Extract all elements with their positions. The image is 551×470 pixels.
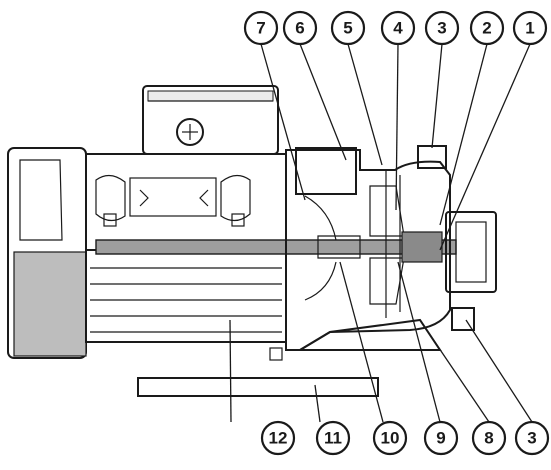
pump-casing [285,145,451,351]
svg-text:12: 12 [269,429,288,448]
svg-text:3: 3 [437,19,446,38]
callout-9: 9 [423,420,459,456]
svg-text:10: 10 [381,429,400,448]
svg-text:6: 6 [295,19,304,38]
callout-10: 10 [372,420,408,456]
callout-7: 7 [243,10,279,46]
callout-11: 11 [315,420,351,456]
callout-3-bottom: 3 [514,420,550,456]
callout-5: 5 [330,10,366,46]
callout-6: 6 [282,10,318,46]
callout-4: 4 [380,10,416,46]
impeller [369,185,443,305]
svg-text:11: 11 [324,429,342,448]
callouts-top: 7 6 5 4 3 2 1 [243,10,548,46]
svg-text:8: 8 [484,429,493,448]
callout-3-top: 3 [424,10,460,46]
callouts-bottom: 12 11 10 9 8 3 [260,420,550,456]
svg-text:2: 2 [482,19,491,38]
callout-12: 12 [260,420,296,456]
svg-text:7: 7 [256,19,265,38]
pump-drawing [7,85,497,397]
callout-1: 1 [512,10,548,46]
svg-text:3: 3 [527,429,536,448]
drain-plug [451,307,475,331]
inlet-port [445,211,497,293]
svg-text:5: 5 [343,19,352,38]
svg-text:1: 1 [525,19,534,38]
terminal-box [142,85,279,155]
svg-text:4: 4 [393,19,403,38]
svg-text:9: 9 [436,429,445,448]
leader-lines [229,43,533,423]
callout-2: 2 [469,10,505,46]
callout-8: 8 [471,420,507,456]
